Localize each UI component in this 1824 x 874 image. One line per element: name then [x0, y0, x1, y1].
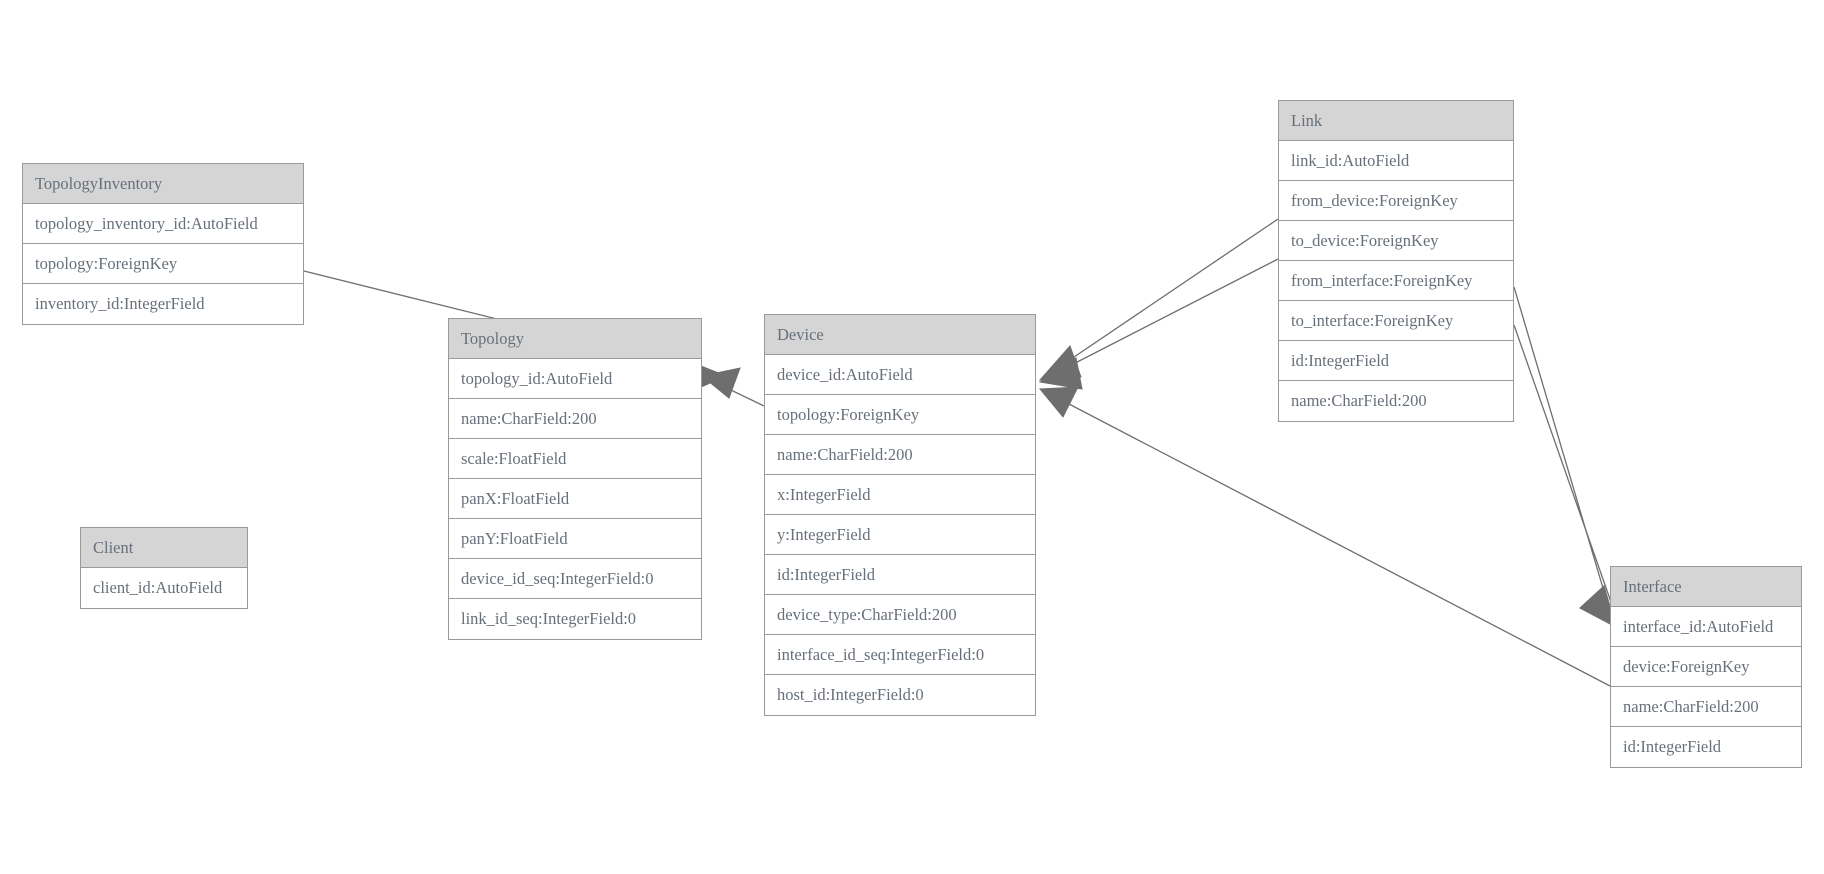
- relationship-line: [705, 377, 765, 407]
- entity-field[interactable]: to_interface:ForeignKey: [1279, 301, 1513, 341]
- entity-field[interactable]: interface_id_seq:IntegerField:0: [765, 635, 1035, 675]
- entity-field[interactable]: id:IntegerField: [765, 555, 1035, 595]
- relationship-line: [1045, 391, 1611, 687]
- entity-field[interactable]: y:IntegerField: [765, 515, 1035, 555]
- relationship-arrowhead: [1038, 386, 1079, 418]
- entity-field[interactable]: id:IntegerField: [1279, 341, 1513, 381]
- relationship-device-topology: [700, 367, 765, 407]
- entity-field[interactable]: topology:ForeignKey: [765, 395, 1035, 435]
- entity-field[interactable]: device_id:AutoField: [765, 355, 1035, 395]
- entity-field[interactable]: topology:ForeignKey: [23, 244, 303, 284]
- relationship-arrowhead: [1038, 357, 1083, 390]
- relationship-line: [1513, 286, 1614, 623]
- relationship-line: [1045, 258, 1279, 379]
- entity-field[interactable]: name:CharField:200: [1611, 687, 1801, 727]
- relationship-link-from-device: [1038, 218, 1279, 381]
- entity-title-topology_inventory: TopologyInventory: [23, 164, 303, 204]
- relationship-interface-device: [1038, 386, 1611, 687]
- entity-field[interactable]: inventory_id:IntegerField: [23, 284, 303, 324]
- entity-field[interactable]: host_id:IntegerField:0: [765, 675, 1035, 715]
- entity-title-interface: Interface: [1611, 567, 1801, 607]
- entity-field[interactable]: topology_id:AutoField: [449, 359, 701, 399]
- entity-field[interactable]: link_id_seq:IntegerField:0: [449, 599, 701, 639]
- entity-title-device: Device: [765, 315, 1035, 355]
- entity-field[interactable]: from_device:ForeignKey: [1279, 181, 1513, 221]
- entity-title-link: Link: [1279, 101, 1513, 141]
- relationship-line: [1513, 324, 1619, 623]
- entity-field[interactable]: from_interface:ForeignKey: [1279, 261, 1513, 301]
- entity-field[interactable]: name:CharField:200: [449, 399, 701, 439]
- entity-field[interactable]: client_id:AutoField: [81, 568, 247, 608]
- entity-field[interactable]: to_device:ForeignKey: [1279, 221, 1513, 261]
- entity-field[interactable]: id:IntegerField: [1611, 727, 1801, 767]
- entity-title-topology: Topology: [449, 319, 701, 359]
- entity-field[interactable]: panX:FloatField: [449, 479, 701, 519]
- relationship-link-to-device: [1038, 258, 1279, 390]
- entity-field[interactable]: x:IntegerField: [765, 475, 1035, 515]
- entity-field[interactable]: name:CharField:200: [1279, 381, 1513, 421]
- relationship-link-from-interface: [1513, 286, 1617, 628]
- entity-field[interactable]: name:CharField:200: [765, 435, 1035, 475]
- entity-field[interactable]: device:ForeignKey: [1611, 647, 1801, 687]
- relationship-line: [1045, 218, 1279, 377]
- relationship-link-to-interface: [1513, 324, 1619, 628]
- relationship-arrowhead: [1038, 345, 1082, 381]
- entity-field[interactable]: interface_id:AutoField: [1611, 607, 1801, 647]
- entity-field[interactable]: topology_inventory_id:AutoField: [23, 204, 303, 244]
- entity-field[interactable]: link_id:AutoField: [1279, 141, 1513, 181]
- entity-title-client: Client: [81, 528, 247, 568]
- entity-field[interactable]: device_type:CharField:200: [765, 595, 1035, 635]
- relationship-arrowhead: [700, 367, 741, 399]
- entity-field[interactable]: scale:FloatField: [449, 439, 701, 479]
- entity-field[interactable]: panY:FloatField: [449, 519, 701, 559]
- entity-field[interactable]: device_id_seq:IntegerField:0: [449, 559, 701, 599]
